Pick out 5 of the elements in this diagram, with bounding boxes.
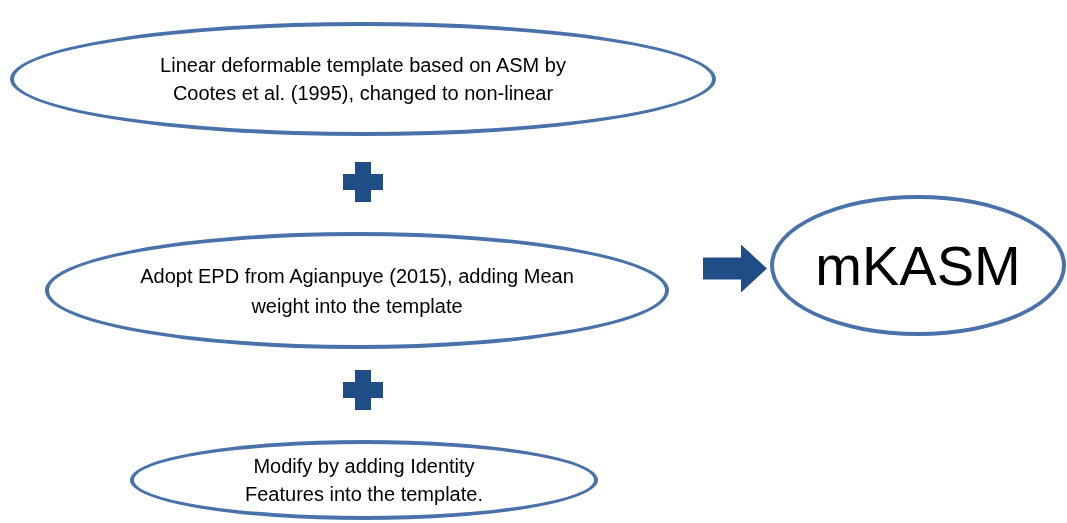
node-label: Adopt EPD from Agianpuye (2015), adding Mean weight into the template (139, 263, 575, 319)
block-arrow (703, 244, 767, 293)
node-label: mKASM (814, 233, 1022, 298)
node-label: Linear deformable template based on ASM by Cootes et al. (1995), changed to non-linear (159, 53, 567, 106)
node-label: Modify by adding Identity Features into the template. (244, 454, 484, 507)
